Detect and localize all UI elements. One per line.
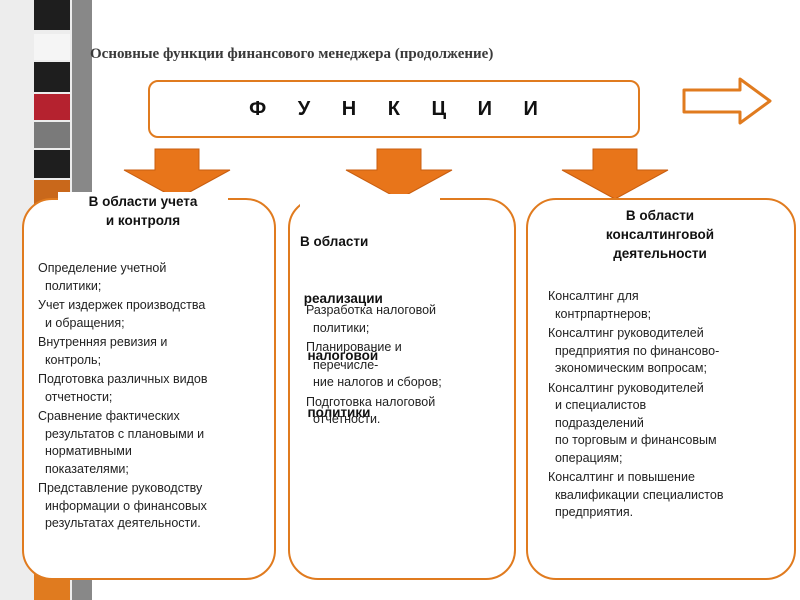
function-item-line: политики; (306, 320, 370, 335)
column-heading-tax-policy: В области реализации налоговой политики (300, 194, 440, 441)
function-item-line: Консалтинг для (548, 289, 639, 303)
down-arrow-icon (561, 148, 669, 200)
column-heading-line: В области (300, 234, 369, 249)
function-item-line: по торговым и финансовым (548, 433, 717, 447)
function-item-line: результатах деятельности. (38, 516, 201, 530)
column-heading-consulting: В области консалтинговой деятельности (560, 206, 760, 263)
column-heading-line: и контроля (105, 213, 181, 228)
function-item: Представление руководству информации о ф… (38, 480, 270, 533)
decorative-square (34, 0, 70, 30)
decorative-square (34, 62, 70, 92)
column-box-accounting (22, 198, 276, 580)
function-item-line: Консалтинг руководителей (548, 380, 704, 395)
function-item-line: Сравнение фактических (38, 409, 180, 423)
decorative-square (34, 94, 70, 120)
function-item-line: Консалтинг руководителей (548, 326, 704, 340)
function-item-line: отчетности. (306, 412, 381, 426)
column-heading-line: В области (625, 208, 695, 223)
function-item-line: перечисле- (306, 357, 379, 372)
function-item-line: экономическим вопросам; (548, 361, 707, 375)
function-item-line: Планирование и (306, 340, 402, 354)
function-item-line: контрпартнеров; (548, 306, 652, 321)
function-item-line: предприятия. (548, 505, 634, 519)
down-arrow-icon (345, 148, 453, 200)
function-item: Консалтинг руководителей и специалистов … (548, 380, 788, 468)
function-item-line: Учет издержек производства (38, 298, 206, 312)
decorative-square (34, 150, 70, 178)
function-item: Разработка налоговой политики; (306, 302, 506, 337)
column-heading-line: налоговой (300, 348, 379, 363)
column-items-tax-policy: Разработка налоговой политики;Планирован… (306, 302, 506, 431)
function-item-line: Консалтинг и повышение (548, 470, 695, 484)
function-item: Сравнение фактических результатов с план… (38, 408, 270, 478)
column-items-consulting: Консалтинг для контрпартнеров;Консалтинг… (548, 288, 788, 524)
column-heading-line: консалтинговой (605, 227, 715, 242)
function-item: Консалтинг и повышение квалификации спец… (548, 469, 788, 522)
function-item: Внутренняя ревизия и контроль; (38, 334, 270, 369)
column-heading-line: политики (300, 405, 371, 420)
function-item: Определение учетной политики; (38, 260, 270, 295)
column-heading-line: деятельности (613, 246, 707, 261)
function-item-line: Подготовка различных видов (38, 372, 208, 386)
functions-header-box: Ф У Н К Ц И И (148, 80, 640, 138)
function-item-line: политики; (38, 278, 102, 293)
function-item-line: Определение учетной (38, 261, 167, 275)
function-item-line: квалификации специалистов (548, 487, 724, 502)
function-item-line: и обращения; (38, 315, 125, 330)
function-item: Подготовка налоговой отчетности. (306, 394, 506, 429)
function-item: Учет издержек производства и обращения; (38, 297, 270, 332)
column-heading-line: реализации (300, 291, 383, 306)
function-item: Подготовка различных видов отчетности; (38, 371, 270, 406)
function-item-line: Разработка налоговой (306, 303, 437, 317)
function-item-line: нормативными (38, 444, 132, 458)
function-item-line: ние налогов и сборов; (306, 375, 442, 389)
function-item-line: показателями; (38, 461, 129, 476)
function-item: Планирование и перечисле- ние налогов и … (306, 339, 506, 392)
function-item: Консалтинг руководителей предприятия по … (548, 325, 788, 378)
function-item: Консалтинг для контрпартнеров; (548, 288, 788, 323)
function-item-line: предприятия по финансово- (548, 343, 720, 358)
functions-label: Ф У Н К Ц И И (249, 97, 551, 120)
function-item-line: информации о финансовых (38, 498, 207, 513)
decorative-square (34, 122, 70, 148)
function-item-line: и специалистов (548, 398, 647, 412)
column-heading-accounting: В области учета и контроля (58, 192, 228, 230)
function-item-line: Внутренняя ревизия и (38, 335, 168, 349)
column-heading-line: В области учета (88, 194, 198, 209)
column-items-accounting: Определение учетной политики;Учет издерж… (38, 260, 270, 535)
function-item-line: результатов с плановыми и (38, 426, 205, 441)
decorative-square (34, 34, 70, 60)
function-item-line: Представление руководству (38, 481, 203, 495)
function-item-line: отчетности; (38, 389, 113, 404)
function-item-line: Подготовка налоговой (306, 394, 436, 409)
function-item-line: контроль; (38, 352, 102, 367)
page-title: Основные функции финансового менеджера (… (90, 46, 494, 62)
down-arrow-icon (123, 148, 231, 200)
function-item-line: операциям; (548, 450, 623, 465)
function-item-line: подразделений (548, 415, 644, 430)
right-arrow-icon (682, 77, 772, 125)
